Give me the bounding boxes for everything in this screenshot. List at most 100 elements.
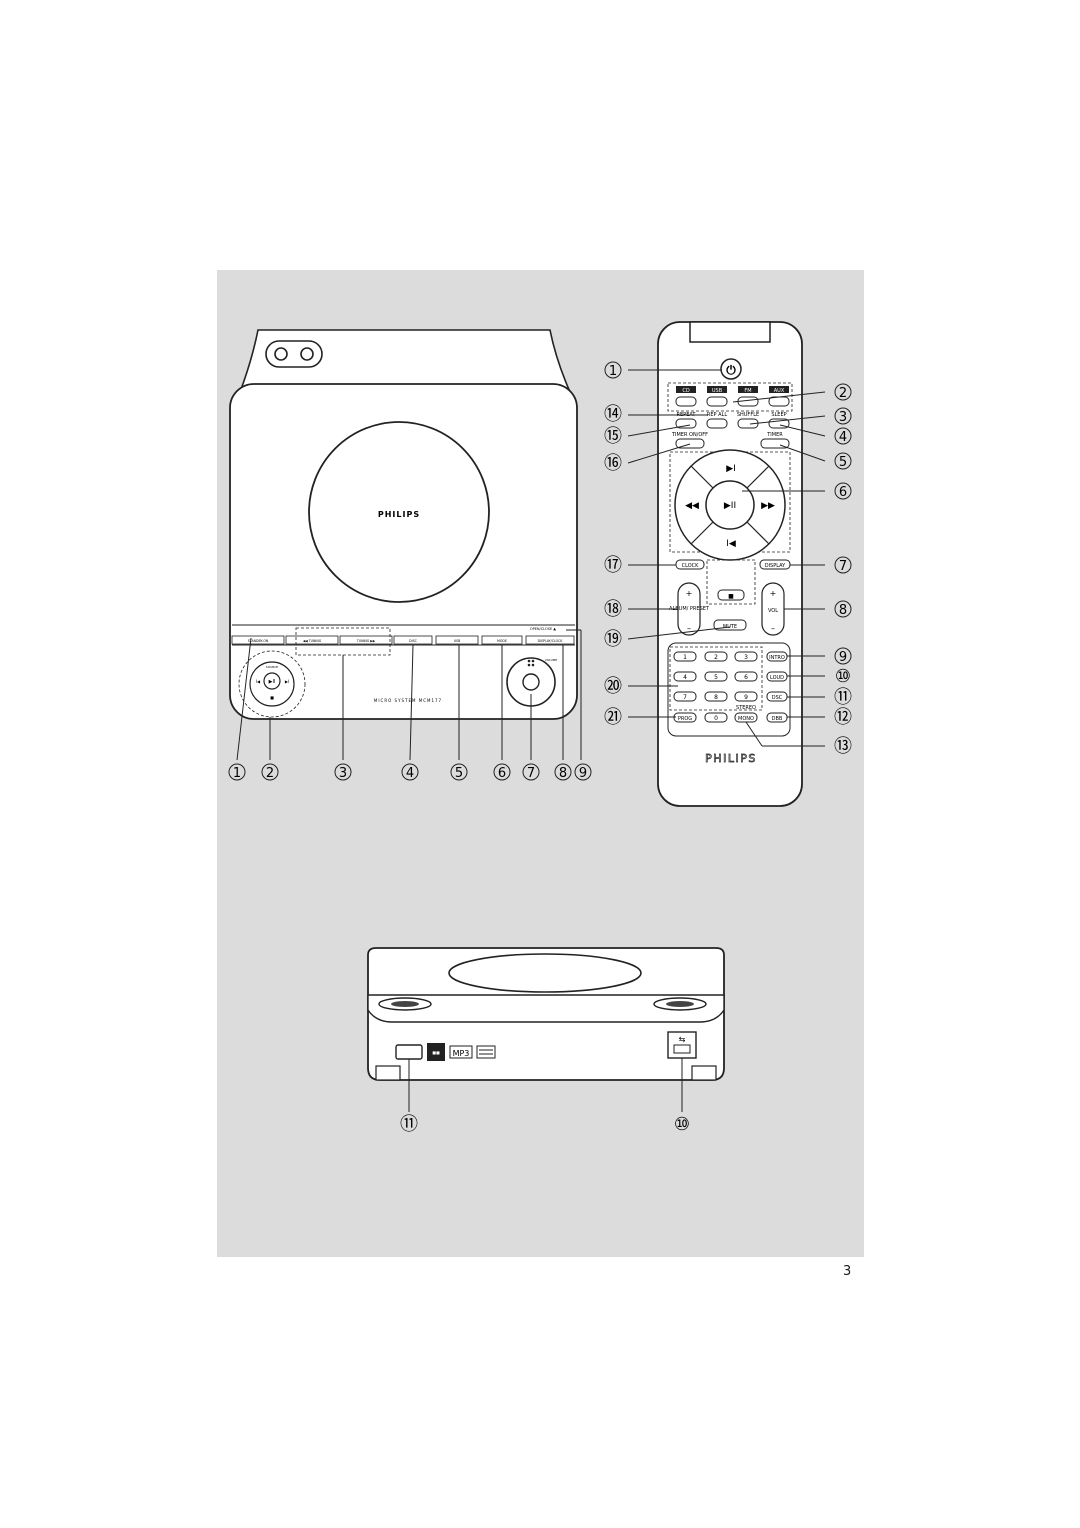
sleep-key[interactable]: SLEEP bbox=[771, 412, 786, 418]
main-callout-1: 1 bbox=[233, 766, 241, 781]
digit-2-key[interactable]: 2 bbox=[714, 654, 718, 661]
dbb-key[interactable]: DBB bbox=[772, 716, 783, 722]
digit-7-key[interactable]: 7 bbox=[683, 694, 687, 701]
svg-text:+: + bbox=[686, 589, 693, 598]
remote-callout-8: 8 bbox=[839, 603, 847, 618]
display-clock-button[interactable]: DISPLAY/CLOCK bbox=[538, 639, 564, 643]
disc-button[interactable]: DISC bbox=[409, 639, 417, 643]
remote-callout-6: 6 bbox=[839, 485, 847, 500]
svg-text:◀◀: ◀◀ bbox=[685, 501, 699, 511]
svg-text:■: ■ bbox=[728, 593, 734, 600]
main-callout-9: 9 bbox=[579, 766, 587, 781]
remote-callout-15: ⑮ bbox=[604, 426, 622, 447]
dsc-key[interactable]: DSC bbox=[772, 695, 783, 701]
album-preset-label[interactable]: ALBUM/ PRESET bbox=[669, 606, 710, 612]
display-key[interactable]: DISPLAY bbox=[765, 563, 786, 569]
tuning-back-button[interactable]: ◀◀ TUNING bbox=[303, 639, 322, 643]
digit-0-key[interactable]: 0 bbox=[714, 715, 718, 722]
digit-1-key[interactable]: 1 bbox=[683, 654, 687, 661]
digit-6-key[interactable]: 6 bbox=[744, 674, 748, 681]
remote-callout-18: ⑱ bbox=[604, 599, 622, 620]
volume-label: VOLUME bbox=[545, 658, 558, 662]
unit-front-view: ■■ MP3 ⇆ ⑪ ⑩ bbox=[367, 947, 725, 1135]
source-key-fm[interactable]: FM bbox=[744, 388, 751, 394]
svg-text:▶II: ▶II bbox=[724, 501, 736, 511]
svg-text:–: – bbox=[771, 624, 775, 633]
remote-callout-11: ⑪ bbox=[834, 687, 852, 708]
source-key-usb[interactable]: USB bbox=[712, 388, 723, 394]
svg-text:⏻: ⏻ bbox=[726, 363, 736, 377]
remote-callout-7: 7 bbox=[839, 559, 847, 574]
page-number: 3 bbox=[843, 1264, 852, 1279]
remote-callout-14: ⑭ bbox=[604, 404, 622, 425]
clock-key[interactable]: CLOCK bbox=[682, 563, 700, 569]
svg-text:▶I: ▶I bbox=[285, 679, 289, 684]
svg-text:+: + bbox=[770, 589, 777, 598]
source-key-cd[interactable]: CD bbox=[682, 388, 689, 394]
stereo-label: STEREO bbox=[736, 705, 756, 711]
main-callout-7: 7 bbox=[527, 766, 535, 781]
digit-9-key[interactable]: 9 bbox=[744, 694, 748, 701]
remote-control: ⏻ CD USB FM AUX REPEAT REP ALL SHUFFLE S… bbox=[604, 321, 852, 807]
remote-callout-3: 3 bbox=[839, 410, 847, 425]
main-callout-3: 3 bbox=[339, 766, 347, 781]
svg-text:▶▶: ▶▶ bbox=[761, 501, 775, 511]
remote-callout-17: ⑰ bbox=[604, 555, 622, 576]
svg-text:I◀: I◀ bbox=[726, 539, 736, 549]
rear-callout-11: ⑪ bbox=[400, 1114, 418, 1135]
remote-callout-1: 1 bbox=[609, 364, 617, 379]
source-label: SOURCE bbox=[266, 665, 278, 669]
remote-callout-16: ⑯ bbox=[604, 453, 622, 474]
open-close-label: OPEN/CLOSE ▲ bbox=[530, 627, 556, 631]
remote-callout-2: 2 bbox=[839, 386, 847, 401]
main-callout-2: 2 bbox=[266, 766, 274, 781]
digit-4-key[interactable]: 4 bbox=[683, 674, 687, 681]
digit-3-key[interactable]: 3 bbox=[744, 654, 748, 661]
standby-on-button[interactable]: STANDBY-ON bbox=[248, 639, 269, 643]
intro-key[interactable]: INTRO bbox=[769, 655, 785, 661]
usb-button[interactable]: USB bbox=[454, 639, 461, 643]
remote-callout-21: ㉑ bbox=[604, 707, 622, 728]
timer-key[interactable]: TIMER bbox=[766, 432, 783, 438]
main-callout-5: 5 bbox=[455, 766, 463, 781]
remote-callout-9: 9 bbox=[839, 650, 847, 665]
svg-text:–: – bbox=[687, 624, 691, 633]
remote-callout-5: 5 bbox=[839, 455, 847, 470]
prog-key[interactable]: PROG bbox=[678, 716, 692, 722]
digit-5-key[interactable]: 5 bbox=[714, 674, 718, 681]
remote-brand: PHILIPS bbox=[705, 752, 757, 765]
main-callout-8: 8 bbox=[559, 766, 567, 781]
remote-callout-19: ⑲ bbox=[604, 629, 622, 650]
stop-key[interactable] bbox=[717, 589, 745, 601]
timer-onoff-key[interactable]: TIMER ON/OFF bbox=[671, 432, 708, 438]
rear-callout-10: ⑩ bbox=[674, 1114, 690, 1135]
shuffle-key[interactable]: SHUFFLE bbox=[737, 412, 759, 418]
ir-sensor-window bbox=[395, 1044, 423, 1060]
rep-all-key[interactable]: REP ALL bbox=[707, 412, 727, 418]
mono-key[interactable]: MONO bbox=[738, 716, 754, 722]
remote-power-button[interactable] bbox=[720, 358, 742, 380]
remote-callout-4: 4 bbox=[839, 430, 847, 445]
main-unit-brand: PHILIPS bbox=[378, 510, 420, 519]
svg-text:■■: ■■ bbox=[432, 1050, 440, 1055]
loud-key[interactable]: LOUD bbox=[770, 675, 784, 681]
source-key-aux[interactable]: AUX bbox=[774, 388, 785, 394]
mp3-logo: MP3 bbox=[453, 1049, 470, 1058]
svg-text:▶II: ▶II bbox=[269, 679, 276, 685]
play-pause-key[interactable] bbox=[705, 480, 755, 530]
mode-button[interactable]: MODE bbox=[497, 639, 507, 643]
tuning-forward-button[interactable]: TUNING ▶▶ bbox=[356, 639, 376, 643]
remote-callout-12: ⑫ bbox=[834, 707, 852, 728]
remote-callout-20: ⑳ bbox=[604, 676, 622, 697]
usb-icon: ⇆ bbox=[679, 1035, 686, 1044]
main-callout-4: 4 bbox=[406, 766, 414, 781]
main-callout-6: 6 bbox=[498, 766, 506, 781]
svg-text:▶I: ▶I bbox=[726, 464, 736, 474]
digit-8-key[interactable]: 8 bbox=[714, 694, 718, 701]
svg-text:I◀: I◀ bbox=[256, 679, 261, 684]
svg-text:■: ■ bbox=[270, 695, 274, 700]
vol-label[interactable]: VOL bbox=[768, 608, 778, 614]
remote-callout-13: ⑬ bbox=[834, 736, 852, 757]
main-unit-top-view: PHILIPS OPEN/CLOSE ▲ STANDBY-ON ◀◀ TUNIN… bbox=[228, 329, 592, 781]
